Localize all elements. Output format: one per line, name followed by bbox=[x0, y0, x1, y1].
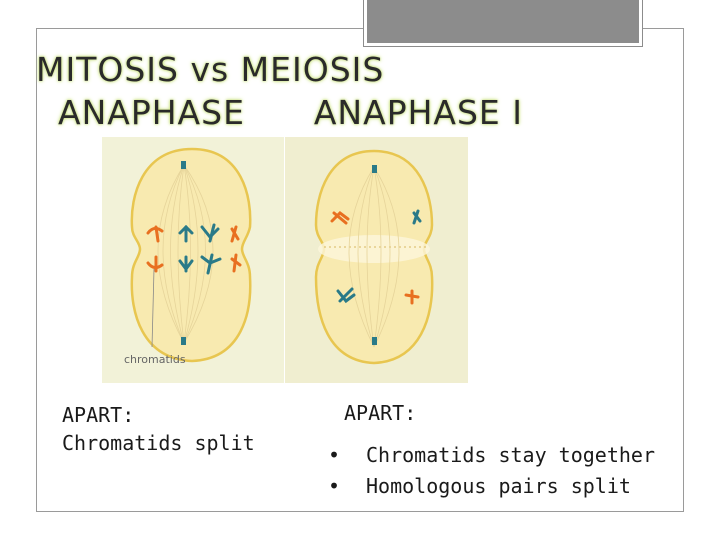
mitosis-caption-heading: APART: bbox=[62, 403, 135, 427]
mitosis-cell: chromatids bbox=[124, 147, 252, 366]
list-item: •Chromatids stay together bbox=[328, 443, 655, 467]
mitosis-chromosomes bbox=[146, 223, 242, 275]
chromatids-label: chromatids bbox=[124, 353, 186, 366]
meiosis-bullet-list: •Chromatids stay together •Homologous pa… bbox=[328, 440, 655, 502]
centriole-top bbox=[181, 161, 186, 169]
centriole-top-right bbox=[372, 165, 377, 173]
slide-frame bbox=[36, 28, 684, 512]
chromatids-pointer bbox=[151, 268, 155, 348]
centriole-bottom bbox=[181, 337, 186, 345]
anaphase-figure: chromatids bbox=[102, 137, 468, 383]
title-line-1: MITOSIS vs MEIOSIS bbox=[36, 50, 385, 89]
list-item: •Homologous pairs split bbox=[328, 474, 631, 498]
meiosis-cell bbox=[314, 149, 434, 365]
anaphase-diagram: chromatids bbox=[102, 137, 468, 383]
title-line-2: ANAPHASE ANAPHASE I bbox=[58, 93, 524, 132]
top-decorative-tab bbox=[363, 0, 643, 47]
mitosis-cell-outline bbox=[130, 147, 252, 363]
meiosis-chromosomes bbox=[330, 209, 422, 305]
meiosis-caption-heading: APART: bbox=[344, 401, 417, 425]
mitosis-caption-body: Chromatids split bbox=[62, 431, 255, 455]
centriole-bottom-right bbox=[372, 337, 377, 345]
